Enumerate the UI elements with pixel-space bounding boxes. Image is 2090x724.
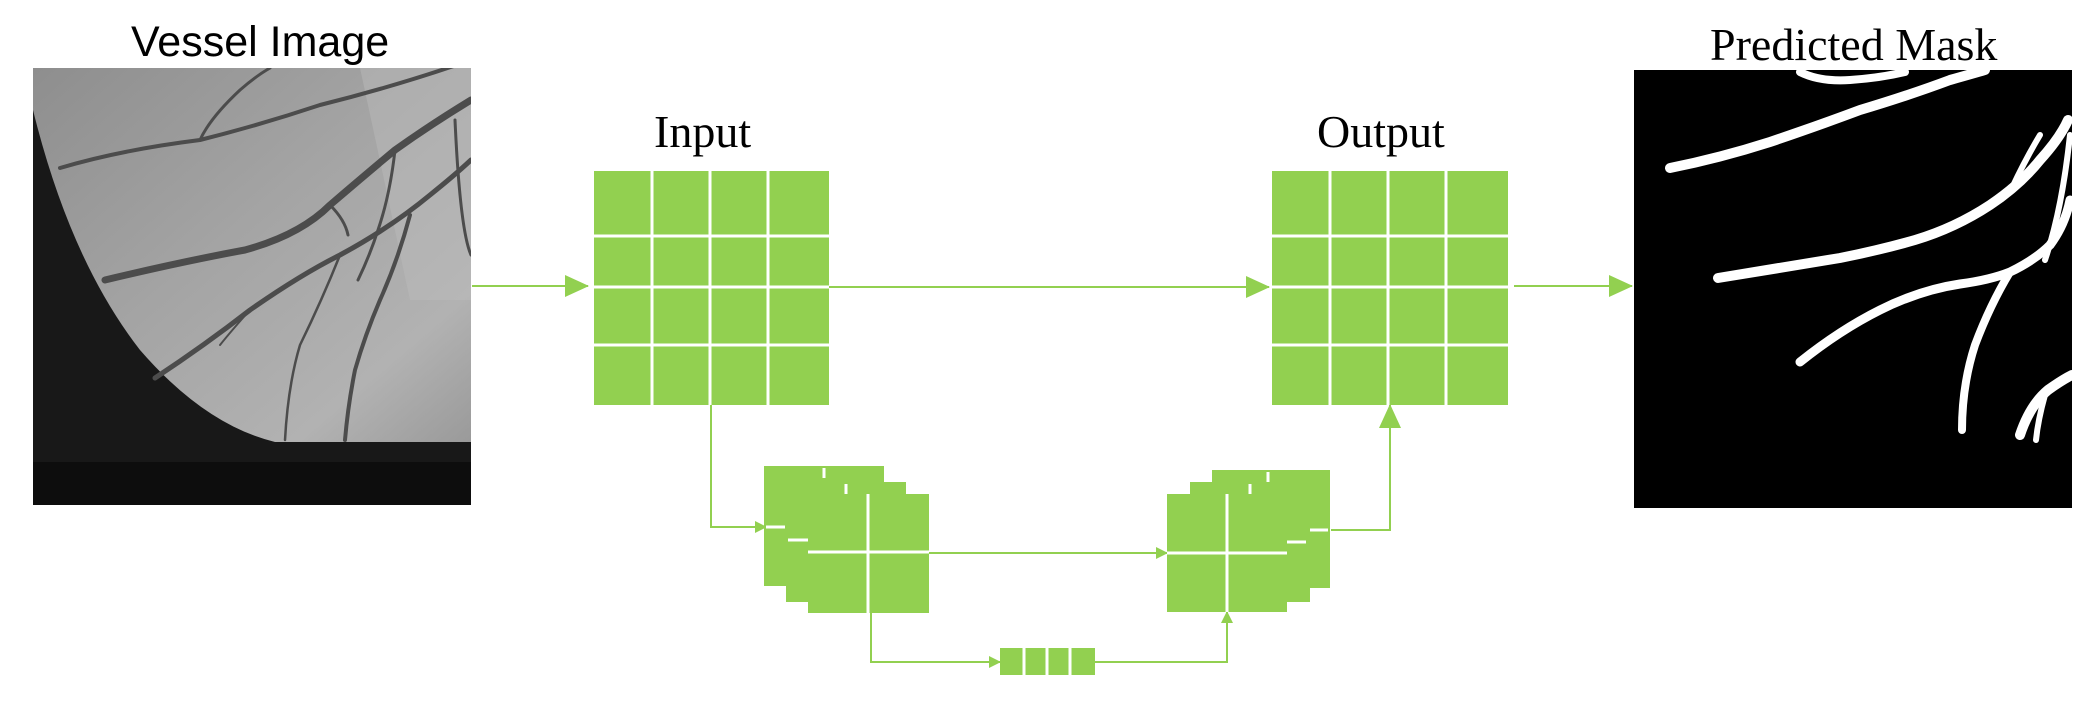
input-title: Input [654,106,752,157]
arrow-bottleneck-to-decoder [1095,611,1233,663]
output-title: Output [1317,106,1445,157]
arrow-decoder-to-output [1331,404,1401,531]
decoder-feature-maps [1167,470,1330,612]
encoder-feature-maps [764,466,929,613]
vessel-image [33,68,471,505]
predicted-mask-title: Predicted Mask [1710,19,1998,70]
vessel-image-title: Vessel Image [131,18,390,66]
input-grid [594,171,829,405]
predicted-mask-image [1634,70,2072,508]
bottleneck-block [1000,648,1095,675]
output-grid [1272,171,1508,405]
arrows [472,275,1633,668]
arrow-encoder-to-bottleneck [870,612,1001,668]
arrow-input-to-encoder [710,405,767,533]
